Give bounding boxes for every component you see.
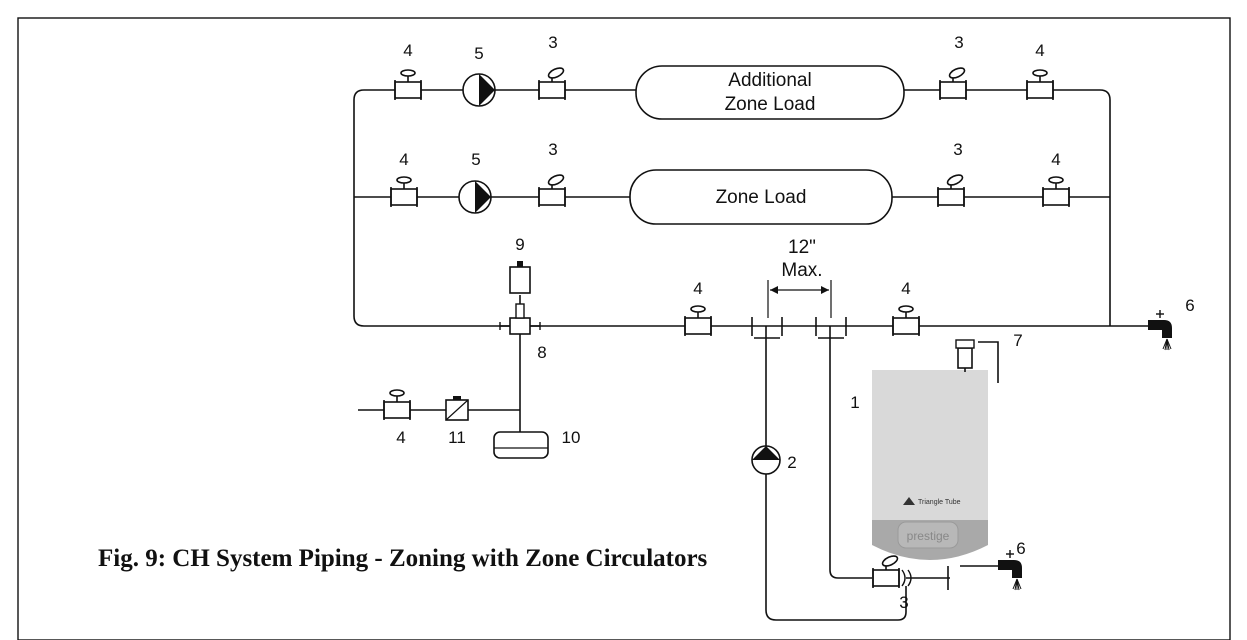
label-6: 6 (1185, 296, 1194, 315)
air-vent-icon (509, 261, 531, 294)
expansion-tank-icon (493, 431, 549, 459)
figure-caption: Fig. 9: CH System Piping - Zoning with Z… (98, 545, 708, 572)
zone-circulator-icon (458, 180, 492, 214)
label-4: 4 (396, 428, 405, 447)
label-8: 8 (537, 343, 546, 362)
label-1: 1 (850, 393, 859, 412)
flow-check-valve-icon (538, 65, 566, 101)
boiler-circulator-icon (751, 445, 781, 475)
label-4: 4 (1051, 150, 1060, 169)
label-3: 3 (899, 593, 908, 612)
flow-check-valve-icon (939, 65, 967, 101)
boiler-flow-check-valve-icon (872, 553, 912, 589)
drain-valve-icon (1147, 309, 1173, 351)
boiler-brand-text: Triangle Tube (918, 499, 961, 506)
boiler-model-text: prestige (907, 529, 950, 543)
additional-zone-load: Additional Zone Load (635, 65, 905, 120)
isolation-valve-icon (1026, 69, 1054, 101)
isolation-valve-icon (892, 305, 920, 337)
dimension-suffix: Max. (781, 260, 822, 281)
boiler-logo-icon (903, 497, 915, 505)
zone-circulator-icon (462, 73, 496, 107)
flow-check-valve-icon (538, 172, 566, 208)
label-4: 4 (1035, 41, 1044, 60)
label-7: 7 (1013, 331, 1022, 350)
label-4: 4 (403, 41, 412, 60)
figure-border (17, 17, 1231, 640)
callout-labels: 4 5 3 3 4 4 5 3 3 4 9 8 4 4 6 7 1 4 11 1… (396, 33, 1194, 612)
isolation-valve-icon (1042, 176, 1070, 208)
zone-load: Zone Load (629, 169, 893, 225)
label-5: 5 (474, 44, 483, 63)
label-4: 4 (399, 150, 408, 169)
boiler: prestige Triangle Tube (872, 370, 988, 560)
closely-spaced-tees (751, 280, 847, 339)
label-3: 3 (548, 140, 557, 159)
label-6: 6 (1016, 539, 1025, 558)
relief-valve-icon (955, 339, 975, 372)
label-3: 3 (954, 33, 963, 52)
backflow-preventer-icon (445, 396, 469, 421)
additional-zone-load-line1: Additional (728, 70, 811, 91)
zone-load-label: Zone Load (716, 187, 807, 208)
flow-check-valve-icon (937, 172, 965, 208)
label-11: 11 (448, 428, 466, 447)
label-10: 10 (562, 428, 581, 447)
label-3: 3 (548, 33, 557, 52)
isolation-valve-icon (390, 176, 418, 208)
air-separator-icon (499, 303, 541, 335)
label-9: 9 (515, 235, 524, 254)
isolation-valve-icon (394, 69, 422, 101)
label-3: 3 (953, 140, 962, 159)
label-4: 4 (901, 279, 910, 298)
label-5: 5 (471, 150, 480, 169)
dimension-value: 12" (788, 237, 816, 258)
isolation-valve-icon (684, 305, 712, 337)
label-2: 2 (787, 453, 796, 472)
isolation-valve-icon (383, 389, 411, 421)
label-4: 4 (693, 279, 702, 298)
additional-zone-load-line2: Zone Load (725, 94, 816, 115)
